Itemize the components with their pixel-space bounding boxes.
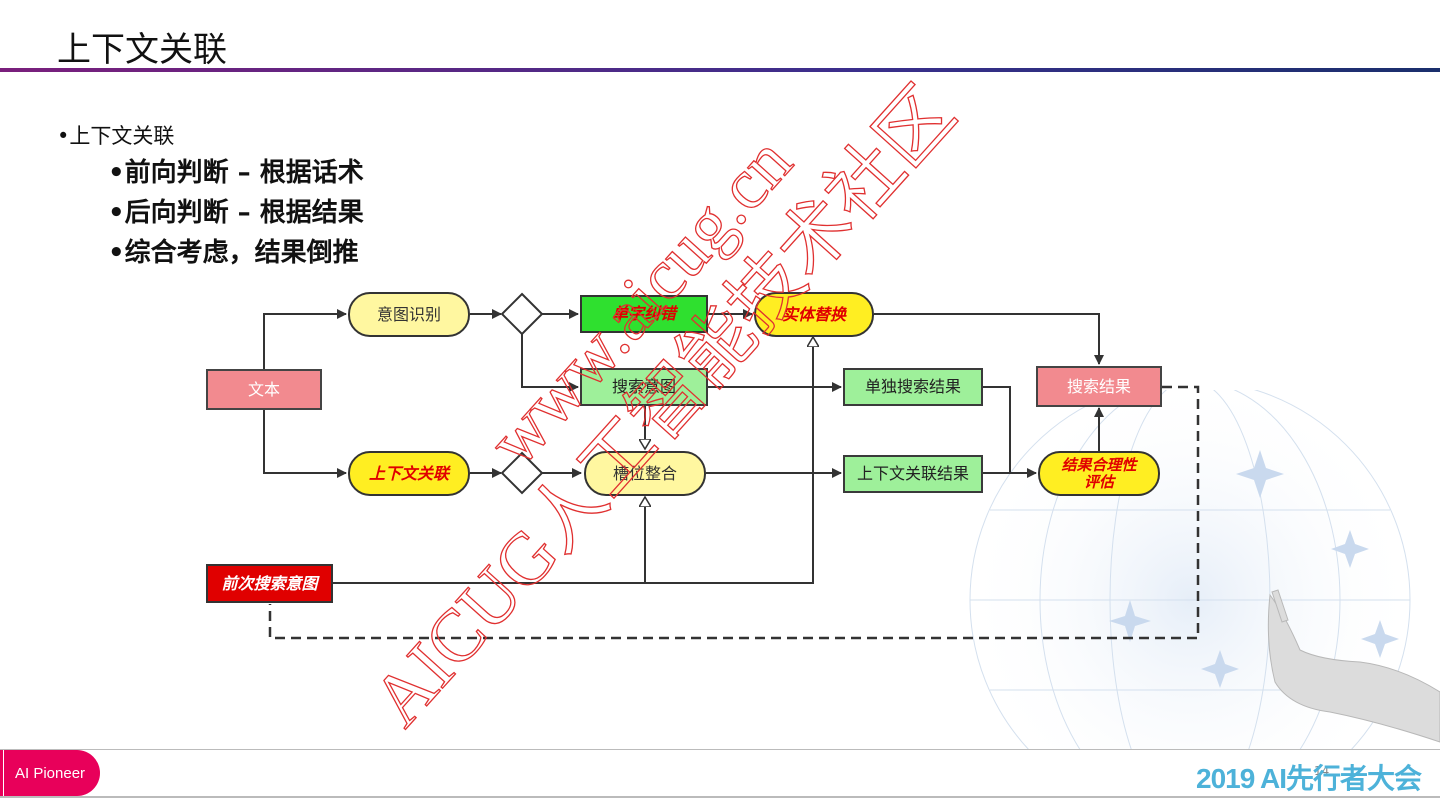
page-title: 上下文关联 bbox=[57, 30, 227, 70]
node-single-search-result: 单独搜索结果 bbox=[843, 368, 983, 406]
node-search-intent: 搜索意图 bbox=[580, 368, 708, 406]
bullet-forward-judgment: •前向判断 – 根据话术 bbox=[108, 158, 364, 188]
conference-logo: 2019 AI先行者大会 bbox=[1196, 763, 1422, 794]
decision-diamond-1 bbox=[500, 292, 544, 336]
node-search-result: 搜索结果 bbox=[1036, 366, 1162, 407]
node-context-link: 上下文关联 bbox=[348, 451, 470, 496]
bullet-backward-judgment: •后向判断 – 根据结果 bbox=[108, 198, 364, 228]
node-prev-search-intent: 前次搜索意图 bbox=[206, 564, 333, 603]
bullet-comprehensive: •综合考虑，结果倒推 bbox=[108, 238, 359, 268]
node-intent-recognition: 意图识别 bbox=[348, 292, 470, 337]
title-divider bbox=[0, 68, 1440, 72]
node-context-result: 上下文关联结果 bbox=[843, 455, 983, 493]
node-entity-replace: 实体替换 bbox=[754, 292, 874, 337]
ai-pioneer-badge: AI Pioneer bbox=[4, 750, 100, 796]
decision-diamond-2 bbox=[500, 451, 544, 495]
footer-bottom-line bbox=[0, 796, 1440, 798]
node-text: 文本 bbox=[206, 369, 322, 410]
node-char-correction: 单字纠错 bbox=[580, 295, 708, 333]
node-slot-merge: 槽位整合 bbox=[584, 451, 706, 496]
page-number: 14 bbox=[1314, 764, 1330, 778]
footer-divider bbox=[0, 749, 1440, 750]
badge-edge bbox=[0, 750, 3, 796]
node-result-evaluation: 结果合理性 评估 bbox=[1038, 451, 1160, 496]
bullet-main: •上下文关联 bbox=[57, 124, 175, 148]
